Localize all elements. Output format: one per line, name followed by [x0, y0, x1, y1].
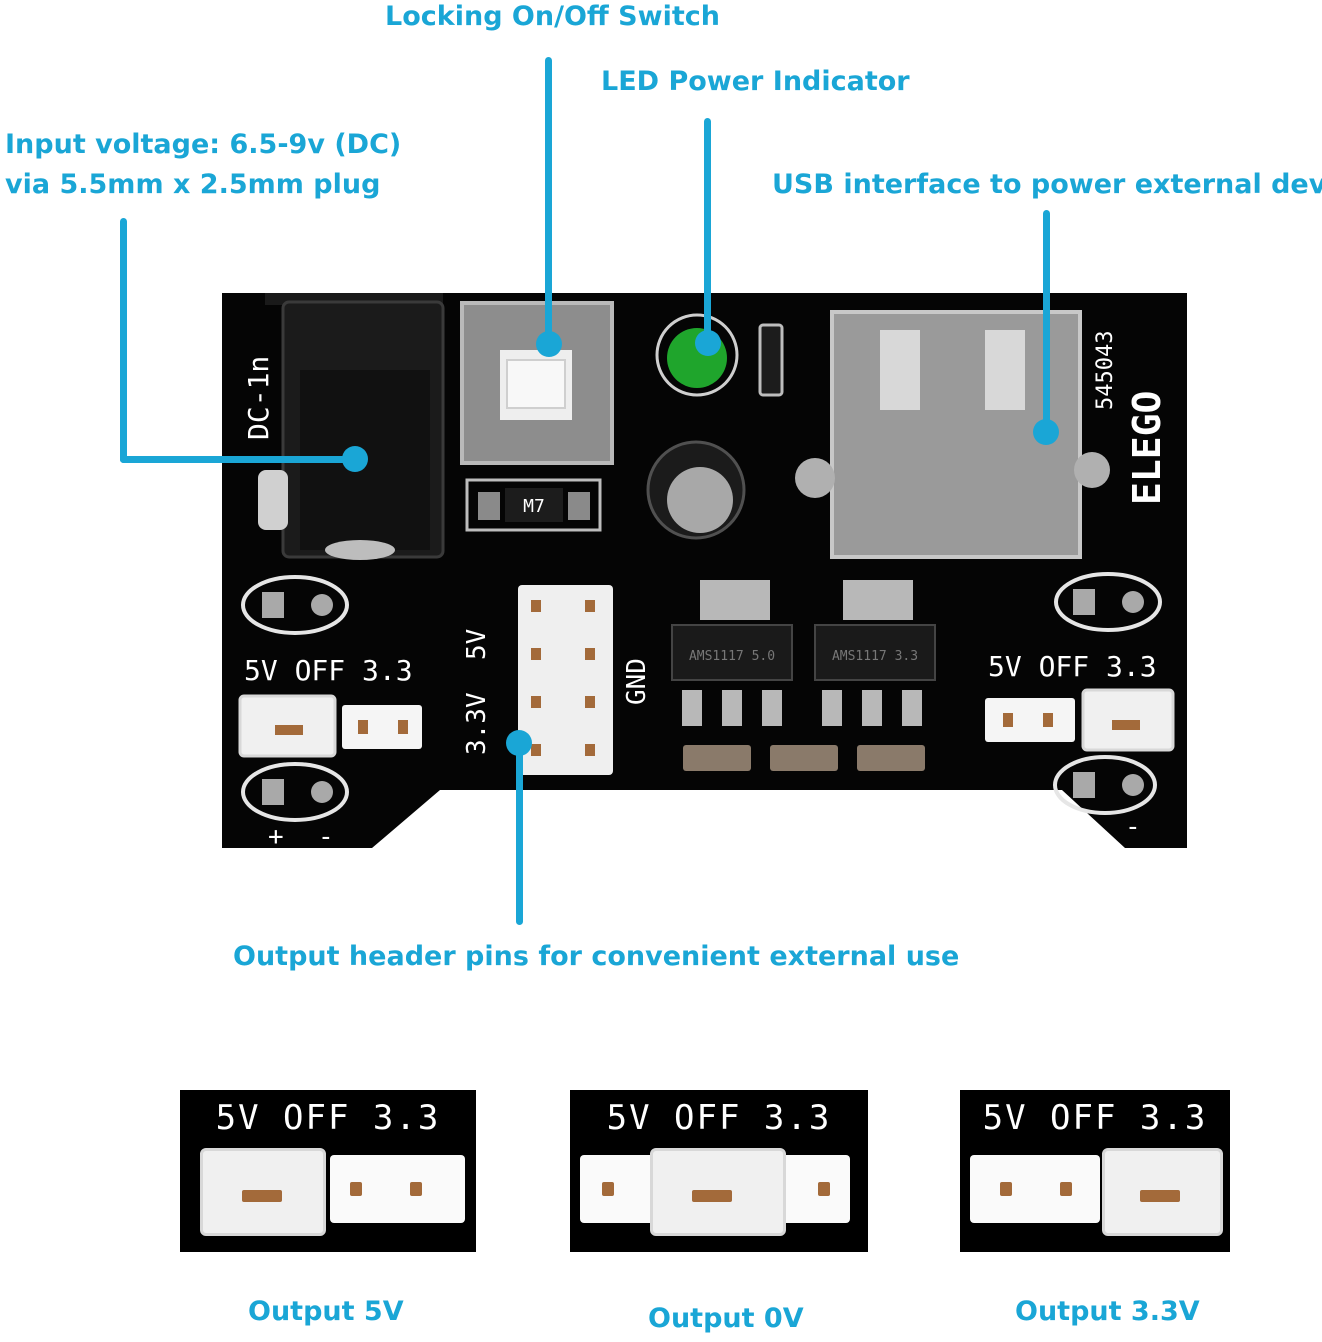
jumper-pin: [1140, 1190, 1180, 1202]
regulator2-label: AMS1117 3.3: [832, 649, 918, 664]
left-selector-label: 5V OFF 3.3: [244, 654, 413, 687]
brand-logo: ELEGO: [1125, 391, 1169, 505]
jumper-pin: [692, 1190, 732, 1202]
callout-switch: Locking On/Off Switch: [385, 1, 720, 32]
dc-jack: [258, 300, 445, 560]
callout-line-led: [704, 118, 711, 348]
callout-input-line2: via 5.5mm x 2.5mm plug: [5, 169, 381, 200]
diode: [465, 478, 602, 532]
regulator-5v: [671, 624, 793, 681]
callout-line-switch: [545, 57, 552, 340]
right-terminals: [1053, 572, 1162, 815]
left-terminals: [241, 575, 349, 822]
header-pin-block: [970, 1155, 1100, 1223]
jumper-pin: [1060, 1182, 1072, 1196]
diode-label: M7: [523, 496, 545, 517]
serial-number: 545043: [1093, 331, 1118, 410]
callout-input-line1: Input voltage: 6.5-9v (DC): [5, 129, 402, 160]
callout-usb: USB interface to power external device: [772, 169, 1322, 200]
caption-output-3v3: Output 3.3V: [1015, 1296, 1200, 1327]
left-minus: -: [318, 822, 334, 852]
panel-output-3v3: 5V OFF 3.3: [960, 1090, 1230, 1252]
header-5v-label: 5V: [462, 629, 492, 660]
panel-output-5v: 5V OFF 3.3: [180, 1090, 476, 1252]
power-switch: [460, 301, 614, 465]
right-minus: -: [1125, 812, 1141, 842]
callout-dot-input: [342, 446, 368, 472]
callout-dot-header: [506, 730, 532, 756]
callout-led: LED Power Indicator: [601, 66, 910, 97]
left-plus: +: [268, 822, 284, 852]
gnd-label: GND: [622, 658, 652, 705]
callout-line-input-v: [120, 218, 127, 463]
panel-selector-label: 5V OFF 3.3: [606, 1098, 832, 1138]
jumper-pin: [350, 1182, 362, 1196]
jumper-pin: [602, 1182, 614, 1196]
panel-selector-label: 5V OFF 3.3: [982, 1098, 1208, 1138]
regulator-3v3: [814, 624, 936, 681]
callout-dot-usb: [1033, 419, 1059, 445]
callout-dot-switch: [536, 331, 562, 357]
jumper-pin: [242, 1190, 282, 1202]
callout-dot-led: [695, 330, 721, 356]
caption-output-5v: Output 5V: [248, 1296, 404, 1327]
output-header-pins: [518, 585, 613, 775]
regulator1-label: AMS1117 5.0: [689, 649, 775, 664]
dc-in-label: DC-1n: [242, 356, 275, 440]
caption-output-0v: Output 0V: [648, 1303, 804, 1334]
jumper-pin: [818, 1182, 830, 1196]
callout-line-usb: [1043, 210, 1050, 432]
callout-line-header: [516, 740, 523, 925]
right-selector-label: 5V OFF 3.3: [988, 650, 1157, 683]
panel-selector-label: 5V OFF 3.3: [215, 1098, 441, 1138]
panel-output-0v: 5V OFF 3.3: [570, 1090, 868, 1252]
right-plus: +: [1075, 812, 1091, 842]
jumper-pin: [1000, 1182, 1012, 1196]
callout-line-input-h: [120, 456, 355, 463]
callout-header: Output header pins for convenient extern…: [233, 941, 960, 972]
header-33v-label: 3.3V: [462, 692, 492, 755]
breadboard-power-module: DC-1n M7 545043 ELEGO AMS1117 5.0 AMS111…: [222, 293, 1187, 852]
led-ring: [655, 313, 739, 397]
jumper-pin: [410, 1182, 422, 1196]
